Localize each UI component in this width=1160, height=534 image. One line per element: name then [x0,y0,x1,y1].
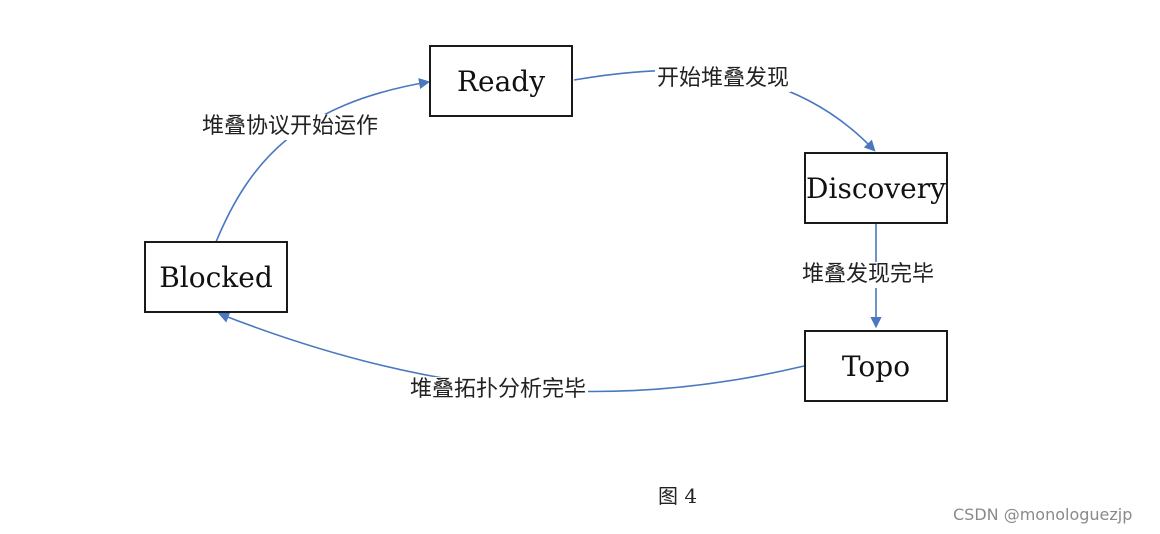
transition-label-blocked-to-ready: 堆叠协议开始运作 [200,114,381,141]
state-blocked-label: Blocked [159,260,273,294]
state-blocked: Blocked [144,241,288,313]
state-discovery: Discovery [804,152,948,224]
state-topo: Topo [804,330,948,402]
figure-caption: 图 4 [658,484,698,508]
transition-label-topo-to-blocked: 堆叠拓扑分析完毕 [408,377,589,404]
transition-label-discovery-to-topo: 堆叠发现完毕 [800,262,937,289]
state-discovery-label: Discovery [806,171,946,205]
transition-label-ready-to-discovery: 开始堆叠发现 [655,66,792,93]
state-topo-label: Topo [841,349,911,383]
state-ready-label: Ready [456,64,546,98]
arrow-blocked-to-ready [215,78,431,243]
watermark: CSDN @monologuezjp [953,505,1133,524]
state-ready: Ready [429,45,573,117]
